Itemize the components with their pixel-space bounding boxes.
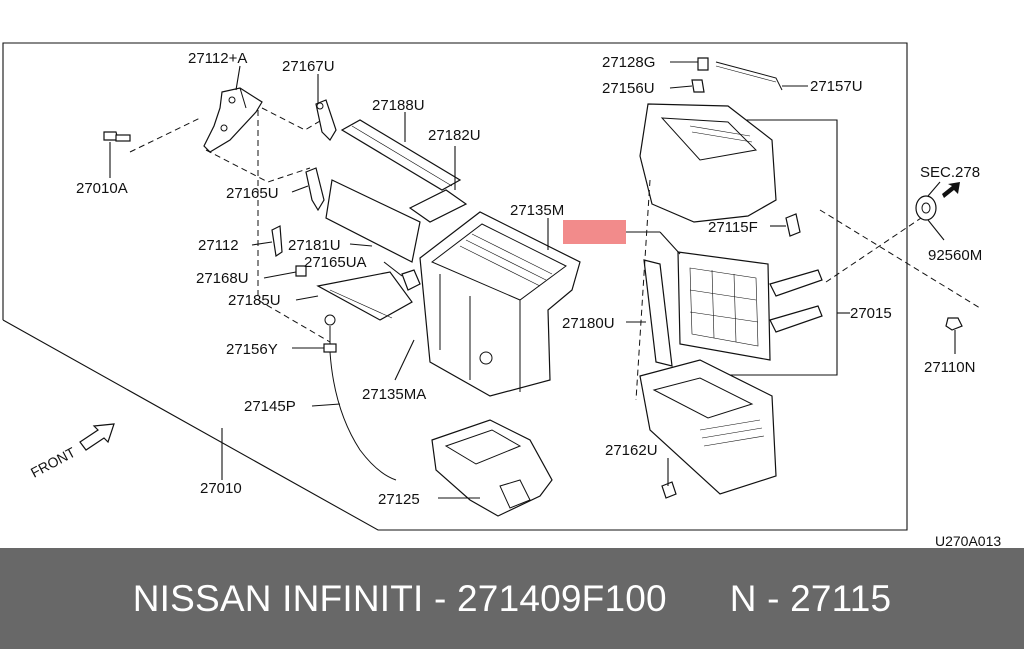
upper-housing: [639, 103, 777, 223]
label-27168u[interactable]: 27168U: [196, 270, 249, 287]
lever-27165u: [305, 167, 325, 212]
ref-number: 27115: [790, 577, 892, 619]
heater-case-27135m: [419, 211, 581, 397]
label-27162u[interactable]: 27162U: [605, 442, 658, 459]
grommet-92560m: [915, 195, 937, 221]
part-info-banner: NISSAN INFINITI - 271409F100 N - 27115: [0, 548, 1024, 649]
brand-name: NISSAN INFINITI: [132, 577, 424, 619]
highlight-box: [563, 220, 626, 244]
label-27112a[interactable]: 27112+A: [188, 50, 247, 67]
label-27135m[interactable]: 27135M: [510, 202, 564, 219]
label-27188u[interactable]: 27188U: [372, 97, 425, 114]
label-27167u[interactable]: 27167U: [282, 58, 335, 75]
lower-housing: [639, 359, 777, 495]
part-number: 271409F100: [457, 577, 667, 619]
front-arrow-icon: [79, 423, 115, 451]
label-27135ma[interactable]: 27135MA: [362, 386, 426, 403]
bracket-27115f: [785, 213, 801, 237]
separator: -: [423, 577, 458, 619]
label-27115f[interactable]: 27115F: [708, 219, 758, 236]
label-sec278[interactable]: SEC.278: [920, 164, 980, 181]
clip-27128g: [697, 57, 709, 71]
figure-code: U270A013: [935, 533, 1001, 548]
leader-lines: [109, 61, 956, 499]
label-27128g[interactable]: 27128G: [602, 54, 655, 71]
separator-2: -: [756, 577, 791, 619]
label-27145p[interactable]: 27145P: [244, 398, 296, 415]
clip-27168u: [295, 265, 307, 277]
lever-27112: [271, 225, 283, 258]
duct-27125: [431, 419, 553, 517]
clip-27156u: [691, 79, 705, 93]
bracket-27112a: [203, 87, 263, 153]
label-92560m[interactable]: 92560M: [928, 247, 982, 264]
subassembly-bracket: [725, 119, 838, 376]
label-27156u[interactable]: 27156U: [602, 80, 655, 97]
label-27180u[interactable]: 27180U: [562, 315, 615, 332]
rod-27157u: [715, 61, 783, 91]
label-27156y[interactable]: 27156Y: [226, 341, 278, 358]
label-27185u[interactable]: 27185U: [228, 292, 281, 309]
label-27110n[interactable]: 27110N: [924, 359, 975, 376]
label-27010[interactable]: 27010: [200, 480, 242, 497]
parts-diagram: 27112+A 27167U 27188U 27182U 27010A 2716…: [2, 42, 1001, 548]
gap: [667, 578, 730, 620]
assembly-frame: [2, 42, 908, 531]
plate-27188u: [340, 119, 462, 191]
ref-prefix: N: [729, 577, 757, 619]
link-27165ua: [401, 269, 421, 291]
label-27182u[interactable]: 27182U: [428, 127, 481, 144]
label-27125[interactable]: 27125: [378, 491, 420, 508]
nut-27110n: [945, 317, 963, 331]
lever-27167u: [315, 99, 337, 141]
plate-27181u: [325, 179, 421, 263]
seal-27180u: [643, 259, 673, 367]
label-27010a[interactable]: 27010A: [76, 180, 128, 197]
bolt-27010a: [103, 131, 131, 142]
front-label: FRONT: [28, 444, 78, 481]
screw-27162u: [661, 481, 677, 499]
label-27112[interactable]: 27112: [198, 237, 239, 254]
label-27165ua[interactable]: 27165UA: [304, 254, 367, 271]
pad-27182u: [408, 189, 468, 223]
sec-arrow-icon: [942, 182, 960, 198]
heater-core-27115: [677, 251, 823, 361]
label-27165u[interactable]: 27165U: [226, 185, 279, 202]
plate-27185u: [316, 271, 413, 321]
label-27015[interactable]: 27015: [850, 305, 892, 322]
label-27181u[interactable]: 27181U: [288, 237, 341, 254]
label-27157u[interactable]: 27157U: [810, 78, 863, 95]
